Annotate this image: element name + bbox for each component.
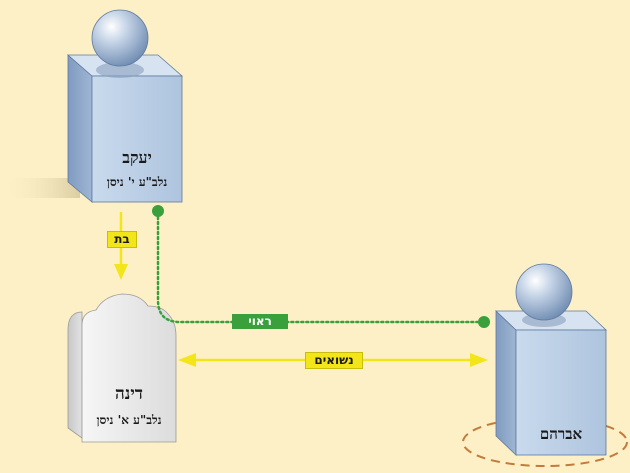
marriage-label: נשואים [305,352,363,369]
dina-name: דינה [115,384,143,404]
yaakov-subtitle: נלב"ע י' ניסן [106,175,168,189]
dina-tombstone [67,293,177,443]
yaakov-block [0,9,184,203]
daughter-label: בת [107,231,137,248]
yaakov-name: יעקב [122,148,152,167]
dina-subtitle: נלב"ע א' ניסן [96,413,162,427]
seen-connector [152,205,490,328]
avraham-name: אברהם [539,425,583,443]
avraham-block [462,263,628,467]
seen-label: ראוי [232,314,288,329]
